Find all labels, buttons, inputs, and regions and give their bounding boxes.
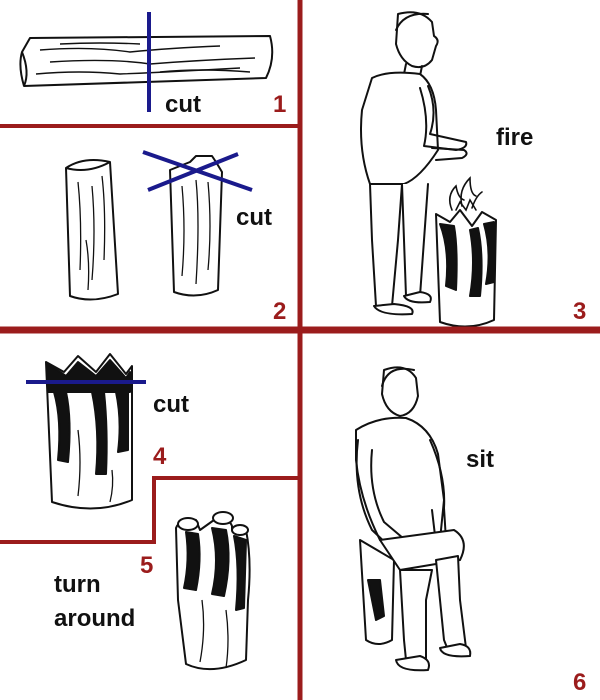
step-1-label: cut [165,91,201,118]
panel-4-charred-stump [45,353,133,510]
step-2-number: 2 [273,298,287,325]
panel-5-stool [175,511,251,671]
panel-2-log-right [169,155,223,297]
panel-1-log-illustration [19,35,274,87]
step-6-number: 6 [573,669,587,696]
panel-2-log-left [65,159,119,301]
step-4-label: cut [153,391,189,418]
step-6-label: sit [466,446,495,473]
step-3-number: 3 [573,298,587,325]
step-5-label-line2: around [54,605,136,632]
step-5-label-line1: turn [54,571,101,598]
step-2-label: cut [236,204,272,231]
step-3-label: fire [496,124,534,151]
panel-3-man-standing [360,11,468,316]
panel-3-flames [448,176,483,212]
panel-2-cut-lines [142,150,253,192]
step-1-number: 1 [273,91,287,118]
step-4-number: 4 [153,443,167,470]
panel-3-fire-stump [435,209,497,328]
step-5-number: 5 [140,552,154,579]
panel-6-man-sitting [355,366,472,672]
